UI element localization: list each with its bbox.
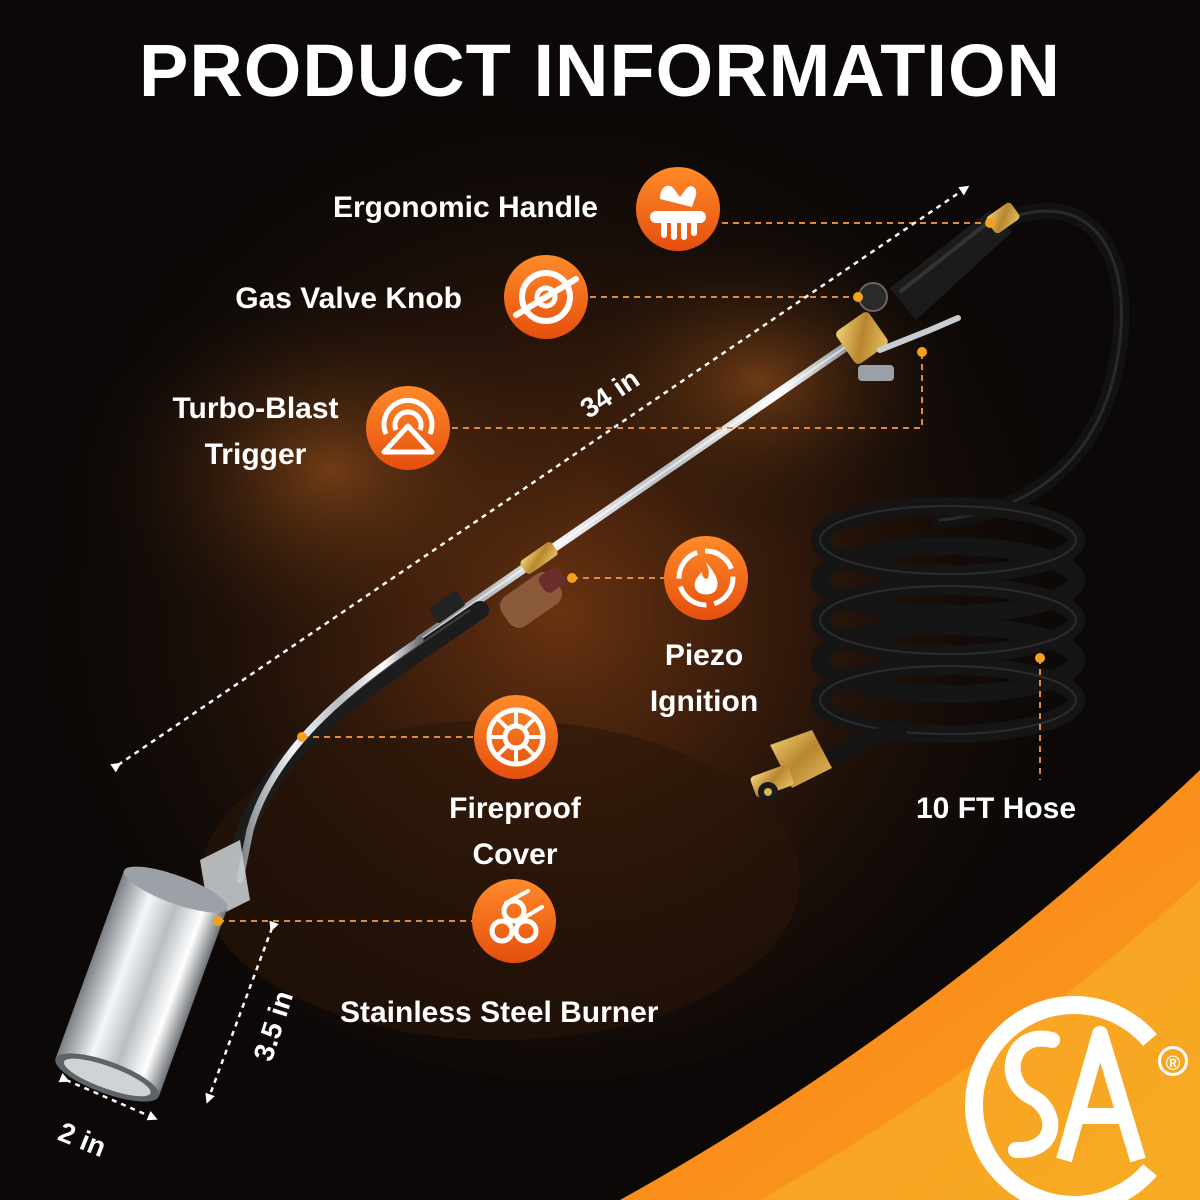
length-arrow (110, 185, 970, 773)
feature-label-stainless-steel-burner: Stainless Steel Burner (340, 996, 659, 1029)
dot-piezo (567, 573, 577, 583)
registered-mark: ® (1158, 1046, 1188, 1076)
dot-trigger (917, 347, 927, 357)
dot-cover (297, 732, 307, 742)
page-title: PRODUCT INFORMATION (139, 29, 1061, 112)
feature-label-hose: 10 FT Hose (916, 792, 1077, 825)
burner-length-arrow (205, 920, 279, 1104)
hand-grip-icon (636, 167, 720, 251)
dot-hose (1035, 653, 1045, 663)
dot-valve (853, 292, 863, 302)
feature-label-ergonomic-handle: Ergonomic Handle (332, 191, 598, 224)
dot-burner (213, 916, 223, 926)
feature-label-gas-valve-knob: Gas Valve Knob (235, 282, 462, 315)
steel-pipes-icon (472, 879, 556, 963)
valve-knob-icon (504, 255, 588, 339)
burner-diameter-arrow (58, 1073, 158, 1121)
csa-logo (965, 996, 1157, 1200)
feature-label-turbo-blast-trigger: Turbo-Blast Trigger (172, 392, 339, 471)
flame-ignition-icon (664, 536, 748, 620)
leader-turbo-blast-trigger (452, 355, 923, 429)
fireproof-cover-icon (474, 695, 558, 779)
trigger-blast-icon (366, 386, 450, 470)
feature-label-piezo-ignition: Piezo Ignition (649, 639, 759, 718)
dot-handle (985, 218, 995, 228)
feature-label-fireproof-cover: Fireproof Cover (449, 792, 581, 871)
